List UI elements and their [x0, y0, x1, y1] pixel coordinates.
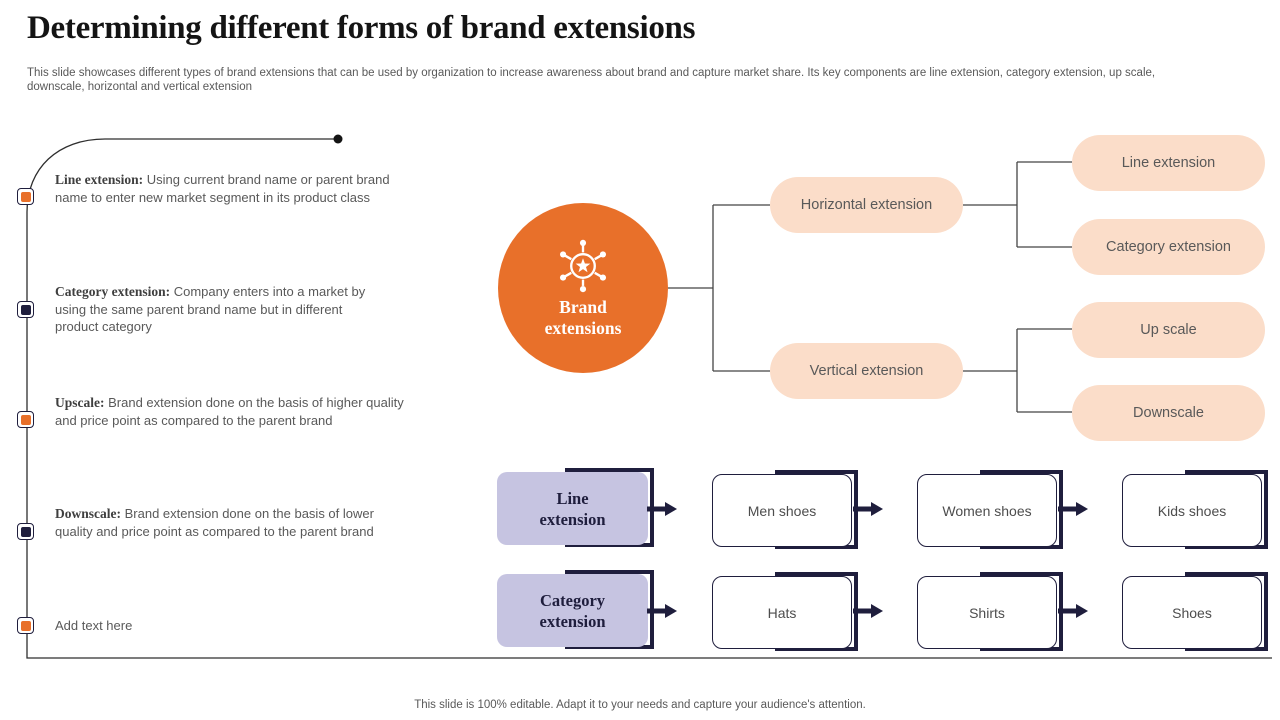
node-up-scale: Up scale [1072, 302, 1265, 358]
flow-header-line1: Line [556, 488, 589, 508]
flow-step-shirts: Shirts [917, 572, 1063, 651]
node-label: Downscale [1133, 405, 1204, 421]
item-text: Company enters into a market by using th… [55, 284, 366, 334]
node-label: Horizontal extension [800, 197, 933, 213]
bullet-marker [17, 617, 34, 634]
bullet-fill [20, 526, 31, 537]
star-badge-network-icon [559, 239, 607, 293]
list-item-add-text-placeholder[interactable]: Add text here [55, 617, 405, 635]
flow-header-line1: Category [539, 590, 606, 610]
flow-step-kids-shoes: Kids shoes [1122, 470, 1268, 549]
flow-step-women-shoes: Women shoes [917, 470, 1063, 549]
node-downscale: Downscale [1072, 385, 1265, 441]
flow-header-line2: extension [539, 611, 606, 631]
flow-step-label: Shoes [1172, 604, 1212, 621]
item-text: Using current brand name or parent brand… [55, 172, 390, 205]
item-text: Brand extension done on the basis of low… [55, 506, 374, 539]
placeholder-text[interactable]: Add text here [55, 618, 133, 633]
arrow-right-icon [853, 502, 883, 516]
page-title: Determining different forms of brand ext… [27, 10, 696, 46]
flow-step-label: Kids shoes [1157, 502, 1227, 519]
flow-step-label: Women shoes [942, 502, 1032, 519]
item-text: Brand extension done on the basis of hig… [55, 395, 404, 428]
arrow-right-icon [647, 604, 677, 618]
line-end-dot [333, 134, 343, 144]
hub-label: Brand extensions [545, 297, 622, 339]
node-vertical-extension: Vertical extension [770, 343, 963, 399]
flow-step-hats: Hats [712, 572, 858, 651]
flow-header-category-extension: Category extension [497, 570, 654, 649]
list-item-downscale: Downscale: Brand extension done on the b… [55, 505, 395, 540]
node-category-extension: Category extension [1072, 219, 1265, 275]
bullet-fill [20, 304, 31, 315]
bullet-fill [20, 620, 31, 631]
flow-step-men-shoes: Men shoes [712, 470, 858, 549]
flow-header-line2: extension [539, 509, 606, 529]
flow-step-label: Men shoes [747, 502, 817, 519]
flow-step-shoes: Shoes [1122, 572, 1268, 651]
hub-label-line2: extensions [544, 318, 622, 338]
node-label: Category extension [1106, 239, 1231, 255]
arrow-right-icon [853, 604, 883, 618]
arrow-right-icon [1058, 604, 1088, 618]
flow-step-label: Hats [767, 604, 797, 621]
node-label: Vertical extension [809, 363, 924, 379]
list-item-category-extension: Category extension: Company enters into … [55, 283, 373, 336]
node-horizontal-extension: Horizontal extension [770, 177, 963, 233]
bullet-fill [20, 191, 31, 202]
bullet-fill [20, 414, 31, 425]
node-label: Line extension [1121, 155, 1216, 171]
item-label: Upscale: [55, 395, 105, 410]
arrow-right-icon [647, 502, 677, 516]
list-item-line-extension: Line extension: Using current brand name… [55, 171, 405, 206]
node-line-extension: Line extension [1072, 135, 1265, 191]
item-label: Line extension: [55, 172, 144, 187]
arrow-right-icon [1058, 502, 1088, 516]
flow-step-label: Shirts [969, 604, 1005, 621]
footer-note: This slide is 100% editable. Adapt it to… [414, 699, 866, 711]
flow-header-line-extension: Line extension [497, 468, 654, 547]
list-item-upscale: Upscale: Brand extension done on the bas… [55, 394, 413, 429]
node-label: Up scale [1140, 322, 1197, 338]
item-label: Category extension: [55, 284, 171, 299]
bullet-marker [17, 411, 34, 428]
hub-label-line1: Brand [559, 297, 607, 317]
bullet-marker [17, 301, 34, 318]
brand-extensions-hub: Brand extensions [498, 203, 668, 373]
bullet-marker [17, 188, 34, 205]
item-label: Downscale: [55, 506, 121, 521]
slide-description: This slide showcases different types of … [27, 67, 1156, 93]
bullet-marker [17, 523, 34, 540]
